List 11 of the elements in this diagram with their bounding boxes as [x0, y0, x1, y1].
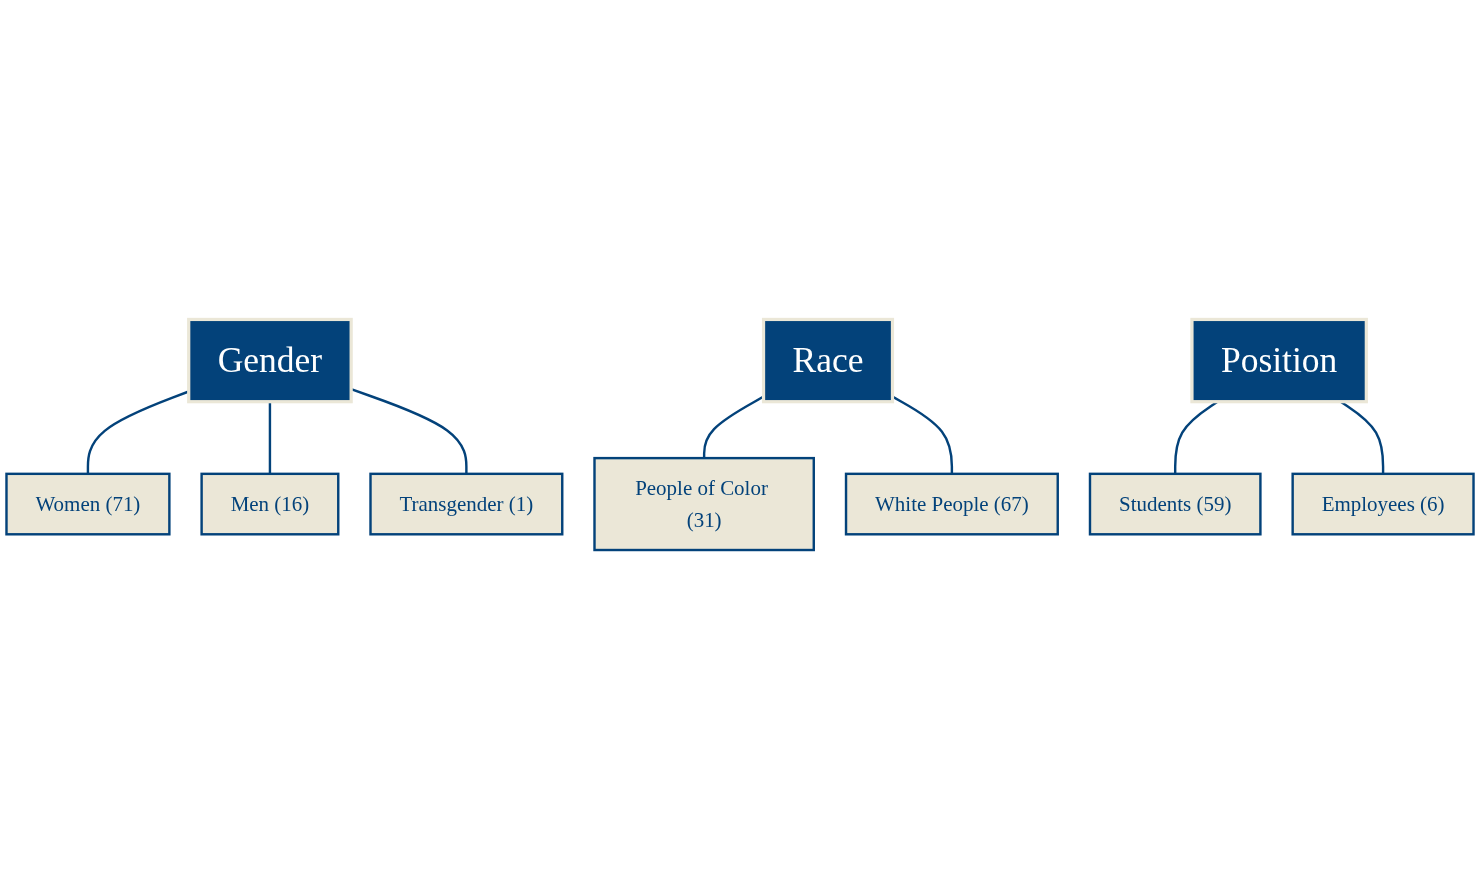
node-box: Race: [761, 317, 895, 404]
node-box: White People (67): [844, 472, 1059, 536]
node-box: Gender: [187, 317, 353, 404]
node-box: People of Color (31): [593, 456, 815, 551]
node-box: Women (71): [5, 472, 171, 536]
node-box: Students (59): [1088, 472, 1262, 536]
node-box: Transgender (1): [369, 472, 564, 536]
connector: [268, 401, 272, 474]
node-box: Men (16): [200, 472, 340, 536]
node-box: Position: [1190, 317, 1368, 404]
node-box: Employees (6): [1291, 472, 1475, 536]
